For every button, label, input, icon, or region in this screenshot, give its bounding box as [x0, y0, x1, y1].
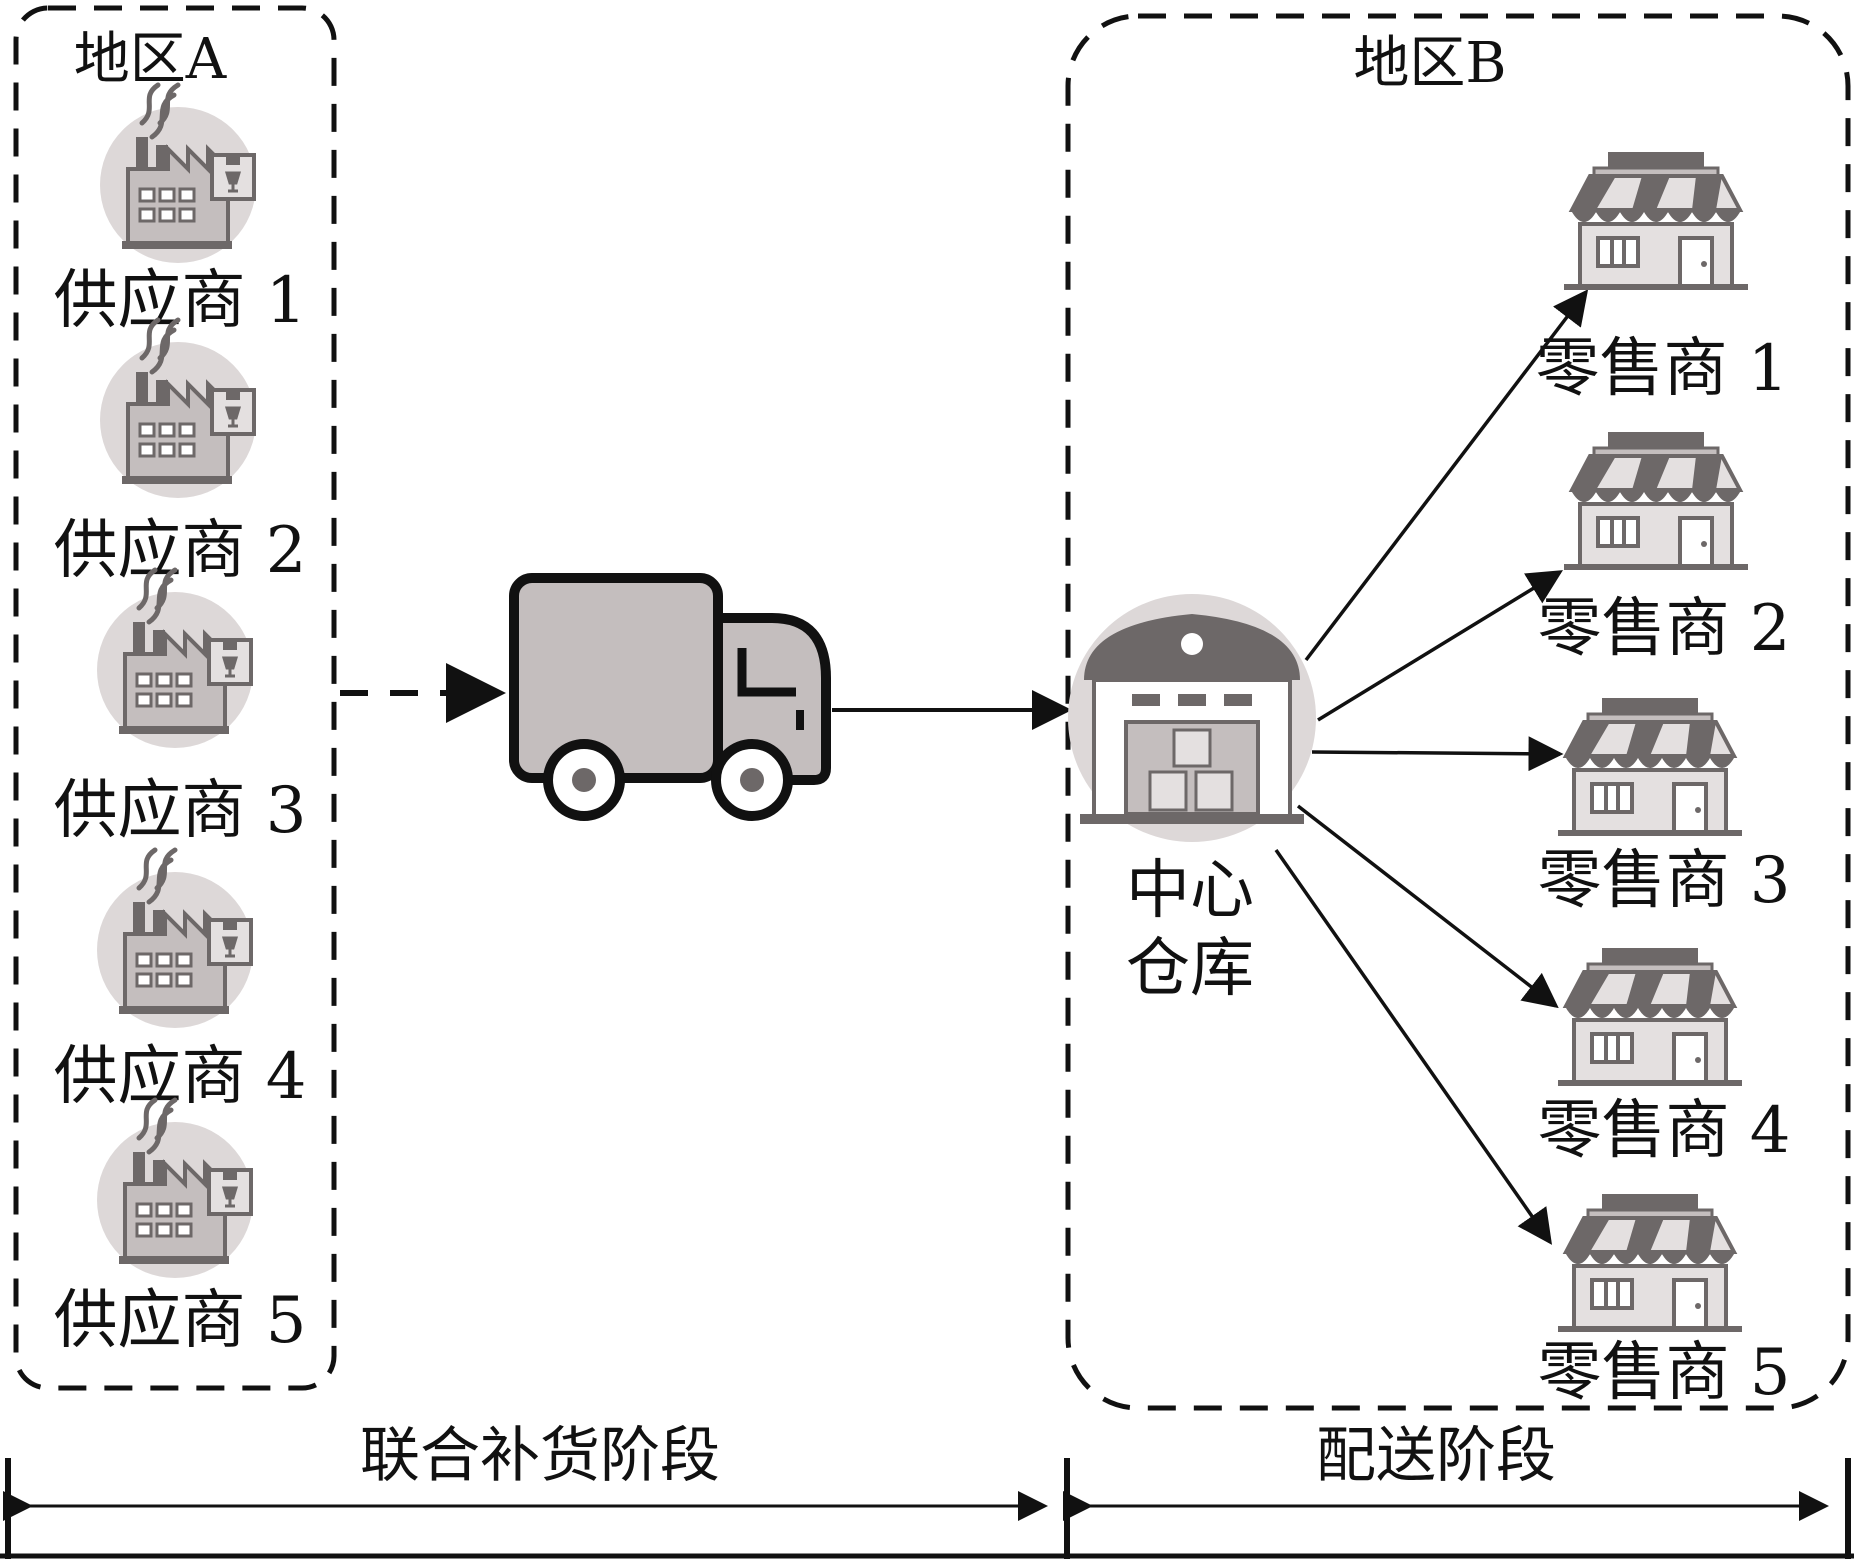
- store-icon: [1562, 430, 1750, 572]
- store-icon: [1556, 946, 1744, 1088]
- truck-icon: [509, 573, 831, 821]
- store-icon: [1562, 150, 1750, 292]
- factory-icon: [100, 320, 256, 498]
- factory-icon: [97, 570, 253, 748]
- supplier-label-1: 供应商 1: [53, 264, 306, 338]
- retailer-label-3: 零售商 3: [1537, 844, 1790, 918]
- store-icon: [1556, 1192, 1744, 1334]
- warehouse-to-retailer-3-arrow: [1311, 736, 1564, 772]
- supplier-label-4: 供应商 4: [53, 1040, 306, 1114]
- warehouse-to-retailer-5-arrow: [1274, 848, 1553, 1245]
- supplier-label-2: 供应商 2: [53, 514, 306, 588]
- region-a-boundary: [13, 5, 337, 1391]
- retailer-label-2: 零售商 2: [1537, 592, 1790, 666]
- factory-icon: [100, 85, 256, 263]
- warehouse-label-line2: 仓库: [1126, 932, 1254, 1006]
- factory-icon: [97, 1100, 253, 1278]
- store-icon: [1556, 696, 1744, 838]
- warehouse-to-retailer-4-arrow: [1296, 804, 1559, 1009]
- region-a-title: 地区A: [74, 27, 227, 92]
- delivery-phase-label: 配送阶段: [1316, 1421, 1556, 1491]
- supplier-label-5: 供应商 5: [53, 1284, 306, 1358]
- region-b-title: 地区B: [1353, 31, 1506, 96]
- warehouse-to-retailer-1-arrow: [1304, 289, 1589, 662]
- warehouse-to-retailer-2-arrow: [1317, 570, 1563, 722]
- retailer-label-5: 零售商 5: [1537, 1336, 1790, 1410]
- retailer-label-1: 零售商 1: [1535, 332, 1788, 406]
- warehouse-icon: [1066, 592, 1318, 844]
- warehouse-label-line1: 中心: [1126, 854, 1254, 928]
- retailer-label-4: 零售商 4: [1537, 1094, 1790, 1168]
- factory-icon: [97, 850, 253, 1028]
- joint-replenishment-phase-label: 联合补货阶段: [360, 1421, 720, 1491]
- supplier-label-3: 供应商 3: [53, 774, 306, 848]
